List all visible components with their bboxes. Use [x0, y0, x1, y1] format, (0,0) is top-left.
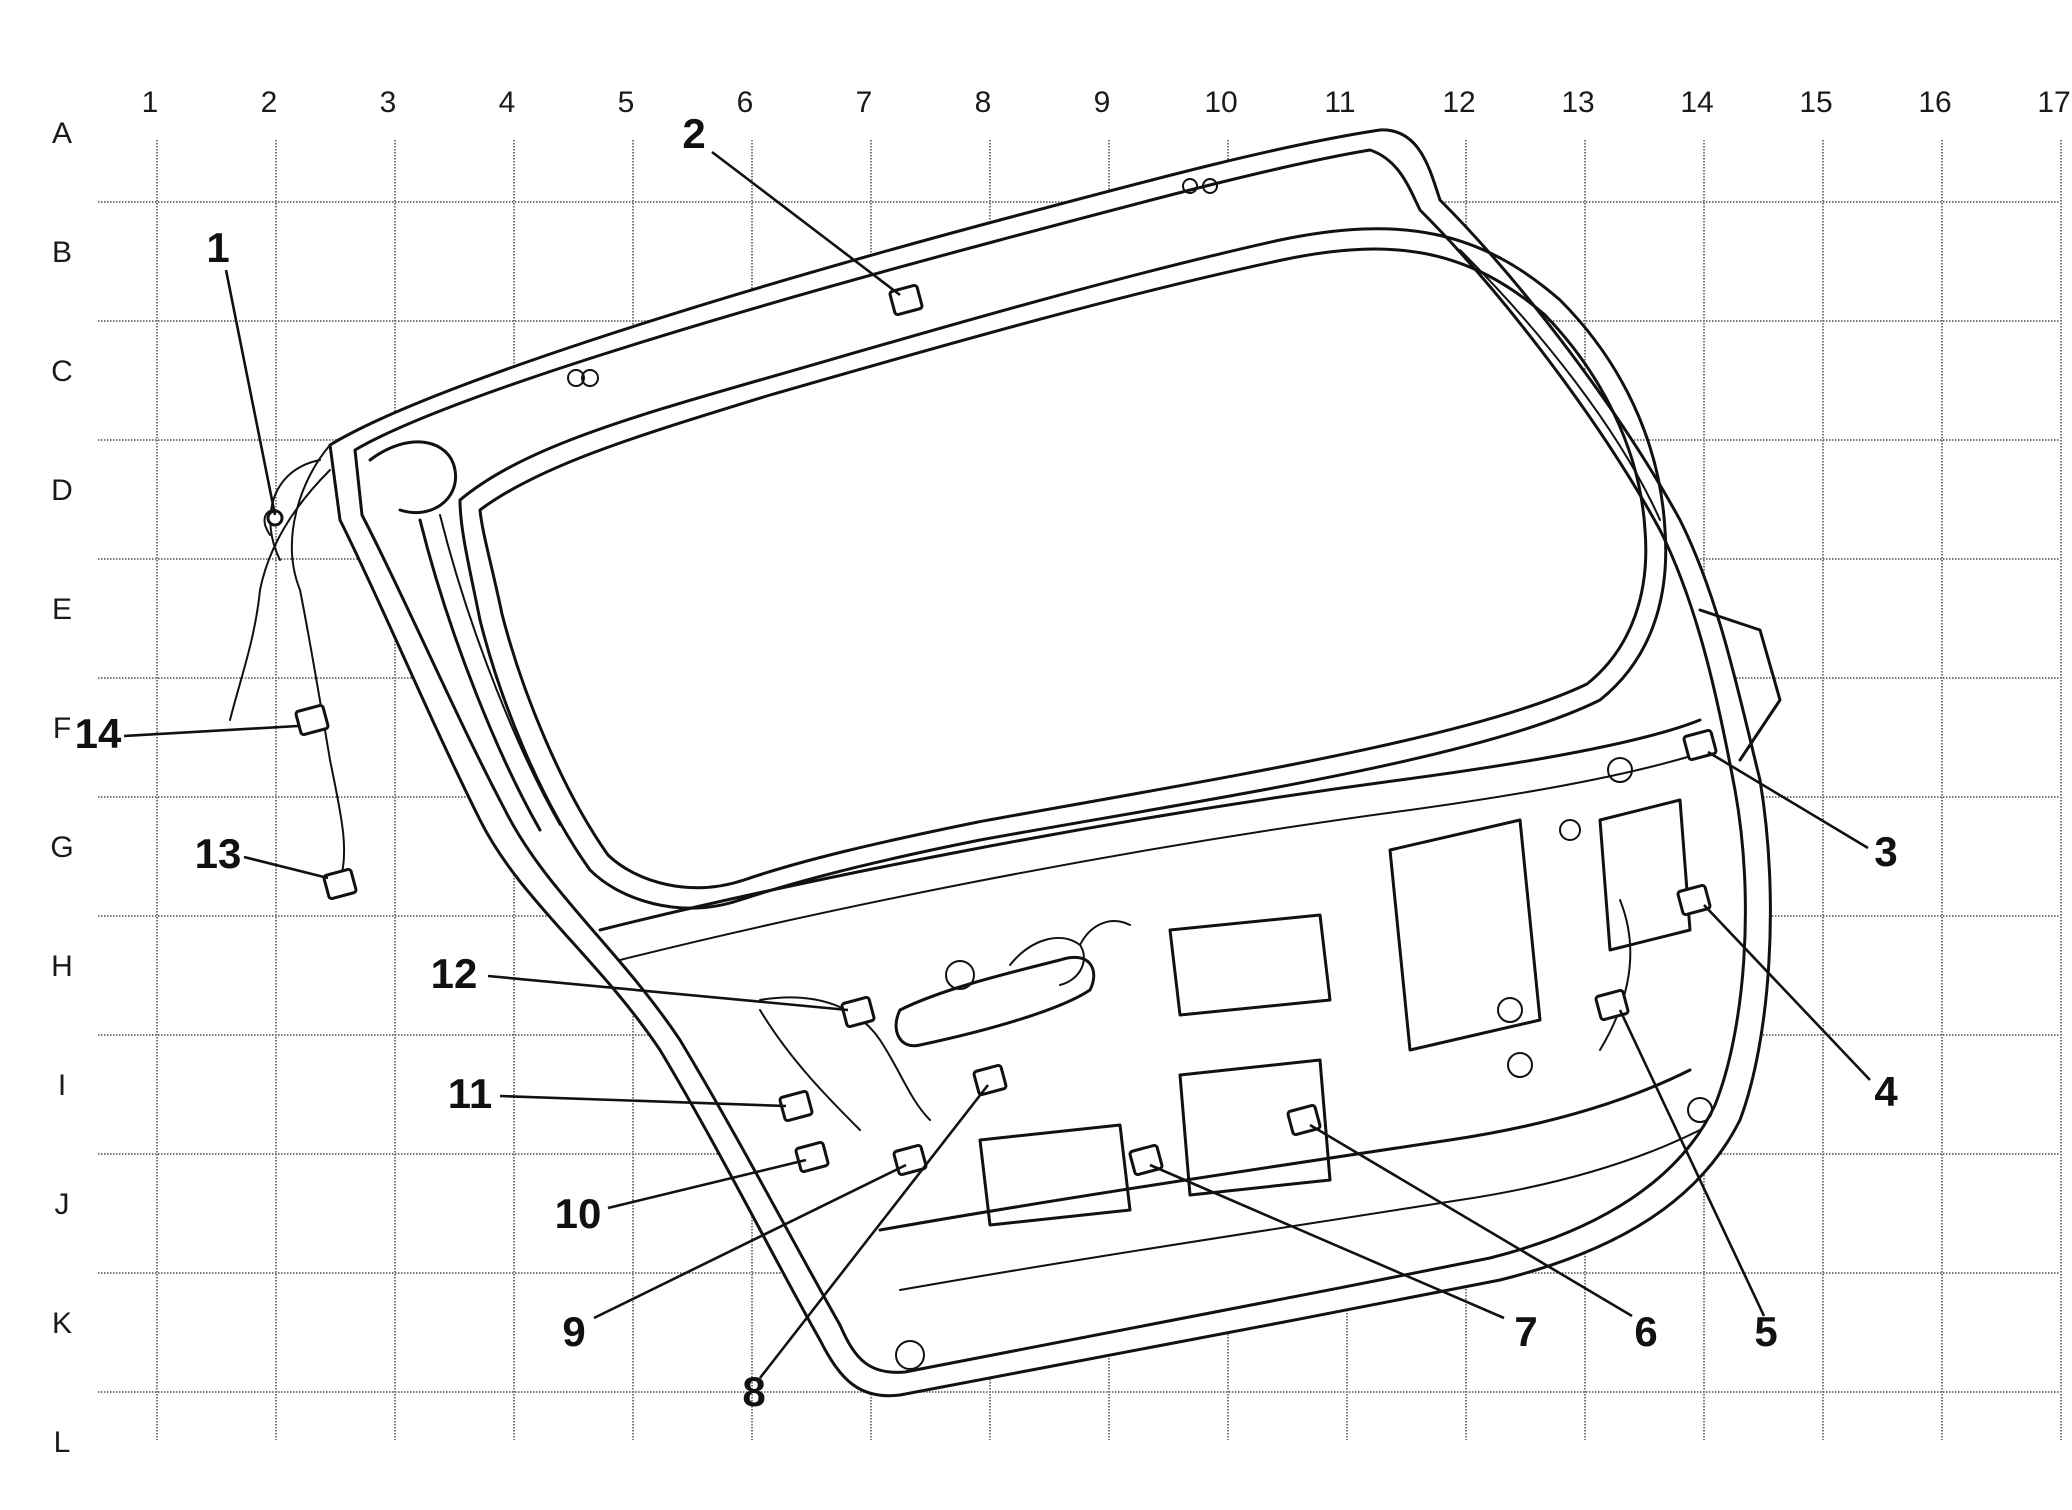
connector-14	[294, 703, 330, 737]
callout-leader-13	[243, 855, 329, 880]
grid-row-label: B	[52, 236, 72, 269]
grid-column-label: 5	[618, 86, 635, 119]
callout-label-6: 6	[1634, 1308, 1657, 1355]
callout-leader-7	[1149, 1163, 1505, 1320]
callout-leader-2	[711, 150, 901, 297]
grid-column-label: 11	[1324, 86, 1355, 119]
callout-leader-12	[487, 974, 849, 1012]
callout-label-3: 3	[1874, 828, 1897, 875]
callout-leader-5	[1618, 1009, 1766, 1317]
callout-label-4: 4	[1874, 1068, 1898, 1115]
connector-6	[1286, 1103, 1322, 1137]
callout-label-13: 13	[195, 830, 242, 877]
callout-leader-4	[1703, 904, 1871, 1081]
callout-label-12: 12	[431, 950, 478, 997]
connector-8	[972, 1063, 1008, 1097]
grid-column-label: 9	[1094, 86, 1111, 119]
connector-4	[1676, 883, 1712, 917]
grid-column-label: 4	[499, 86, 516, 119]
connector-7	[1128, 1143, 1164, 1177]
grid-row-label: G	[50, 831, 73, 864]
connector-10	[794, 1140, 830, 1174]
grid-column-label: 13	[1561, 86, 1594, 119]
grid-row-label: H	[51, 950, 73, 983]
connector-11	[778, 1089, 814, 1123]
grid-column-label: 14	[1680, 86, 1713, 119]
callout-leader-10	[607, 1158, 807, 1210]
grid-column-label: 1	[142, 86, 159, 119]
callout-leader-3	[1707, 750, 1869, 850]
grid-column-label: 16	[1918, 86, 1951, 119]
callout-label-7: 7	[1514, 1308, 1537, 1355]
grid-row-label: A	[52, 117, 72, 150]
grid-row-label: F	[53, 712, 71, 745]
liftgate-outline	[229, 128, 1782, 1398]
grid-column-label: 12	[1442, 86, 1475, 119]
grid-row-label: I	[58, 1069, 66, 1102]
grid-column-label: 15	[1799, 86, 1832, 119]
callout-label-11: 11	[448, 1070, 492, 1117]
grid-column-label: 2	[261, 86, 278, 119]
callout-leader-11	[499, 1094, 787, 1108]
grid-column-label: 10	[1204, 86, 1237, 119]
grid-row-label: D	[51, 474, 73, 507]
callout-leader-9	[593, 1163, 907, 1320]
grid-row-label: C	[51, 355, 73, 388]
callout-leader-8	[758, 1084, 990, 1379]
callout-label-5: 5	[1754, 1308, 1777, 1355]
grid-column-label: 3	[380, 86, 397, 119]
grid-column-label: 6	[737, 86, 754, 119]
callout-label-2: 2	[682, 110, 705, 157]
grid-row-label: L	[54, 1426, 71, 1459]
grid-row-label: E	[52, 593, 72, 626]
grid-row-label: K	[52, 1307, 72, 1340]
grid-column-label: 8	[975, 86, 992, 119]
callout-label-14: 14	[75, 710, 122, 757]
callout-leader-14	[123, 724, 299, 738]
callout-label-10: 10	[555, 1190, 602, 1237]
callout-label-8: 8	[742, 1368, 765, 1415]
callout-label-1: 1	[206, 224, 229, 271]
callout-leader-6	[1309, 1123, 1633, 1318]
callout-label-9: 9	[562, 1308, 585, 1355]
connector-13	[322, 867, 358, 901]
grid-row-labels: A B C D E F G H I J K L	[50, 117, 73, 1459]
connector-12	[840, 995, 876, 1029]
grid-row-label: J	[55, 1188, 70, 1221]
grid-column-label: 17	[2037, 86, 2070, 119]
callout-leader-1	[224, 269, 277, 516]
grid-column-label: 7	[856, 86, 873, 119]
